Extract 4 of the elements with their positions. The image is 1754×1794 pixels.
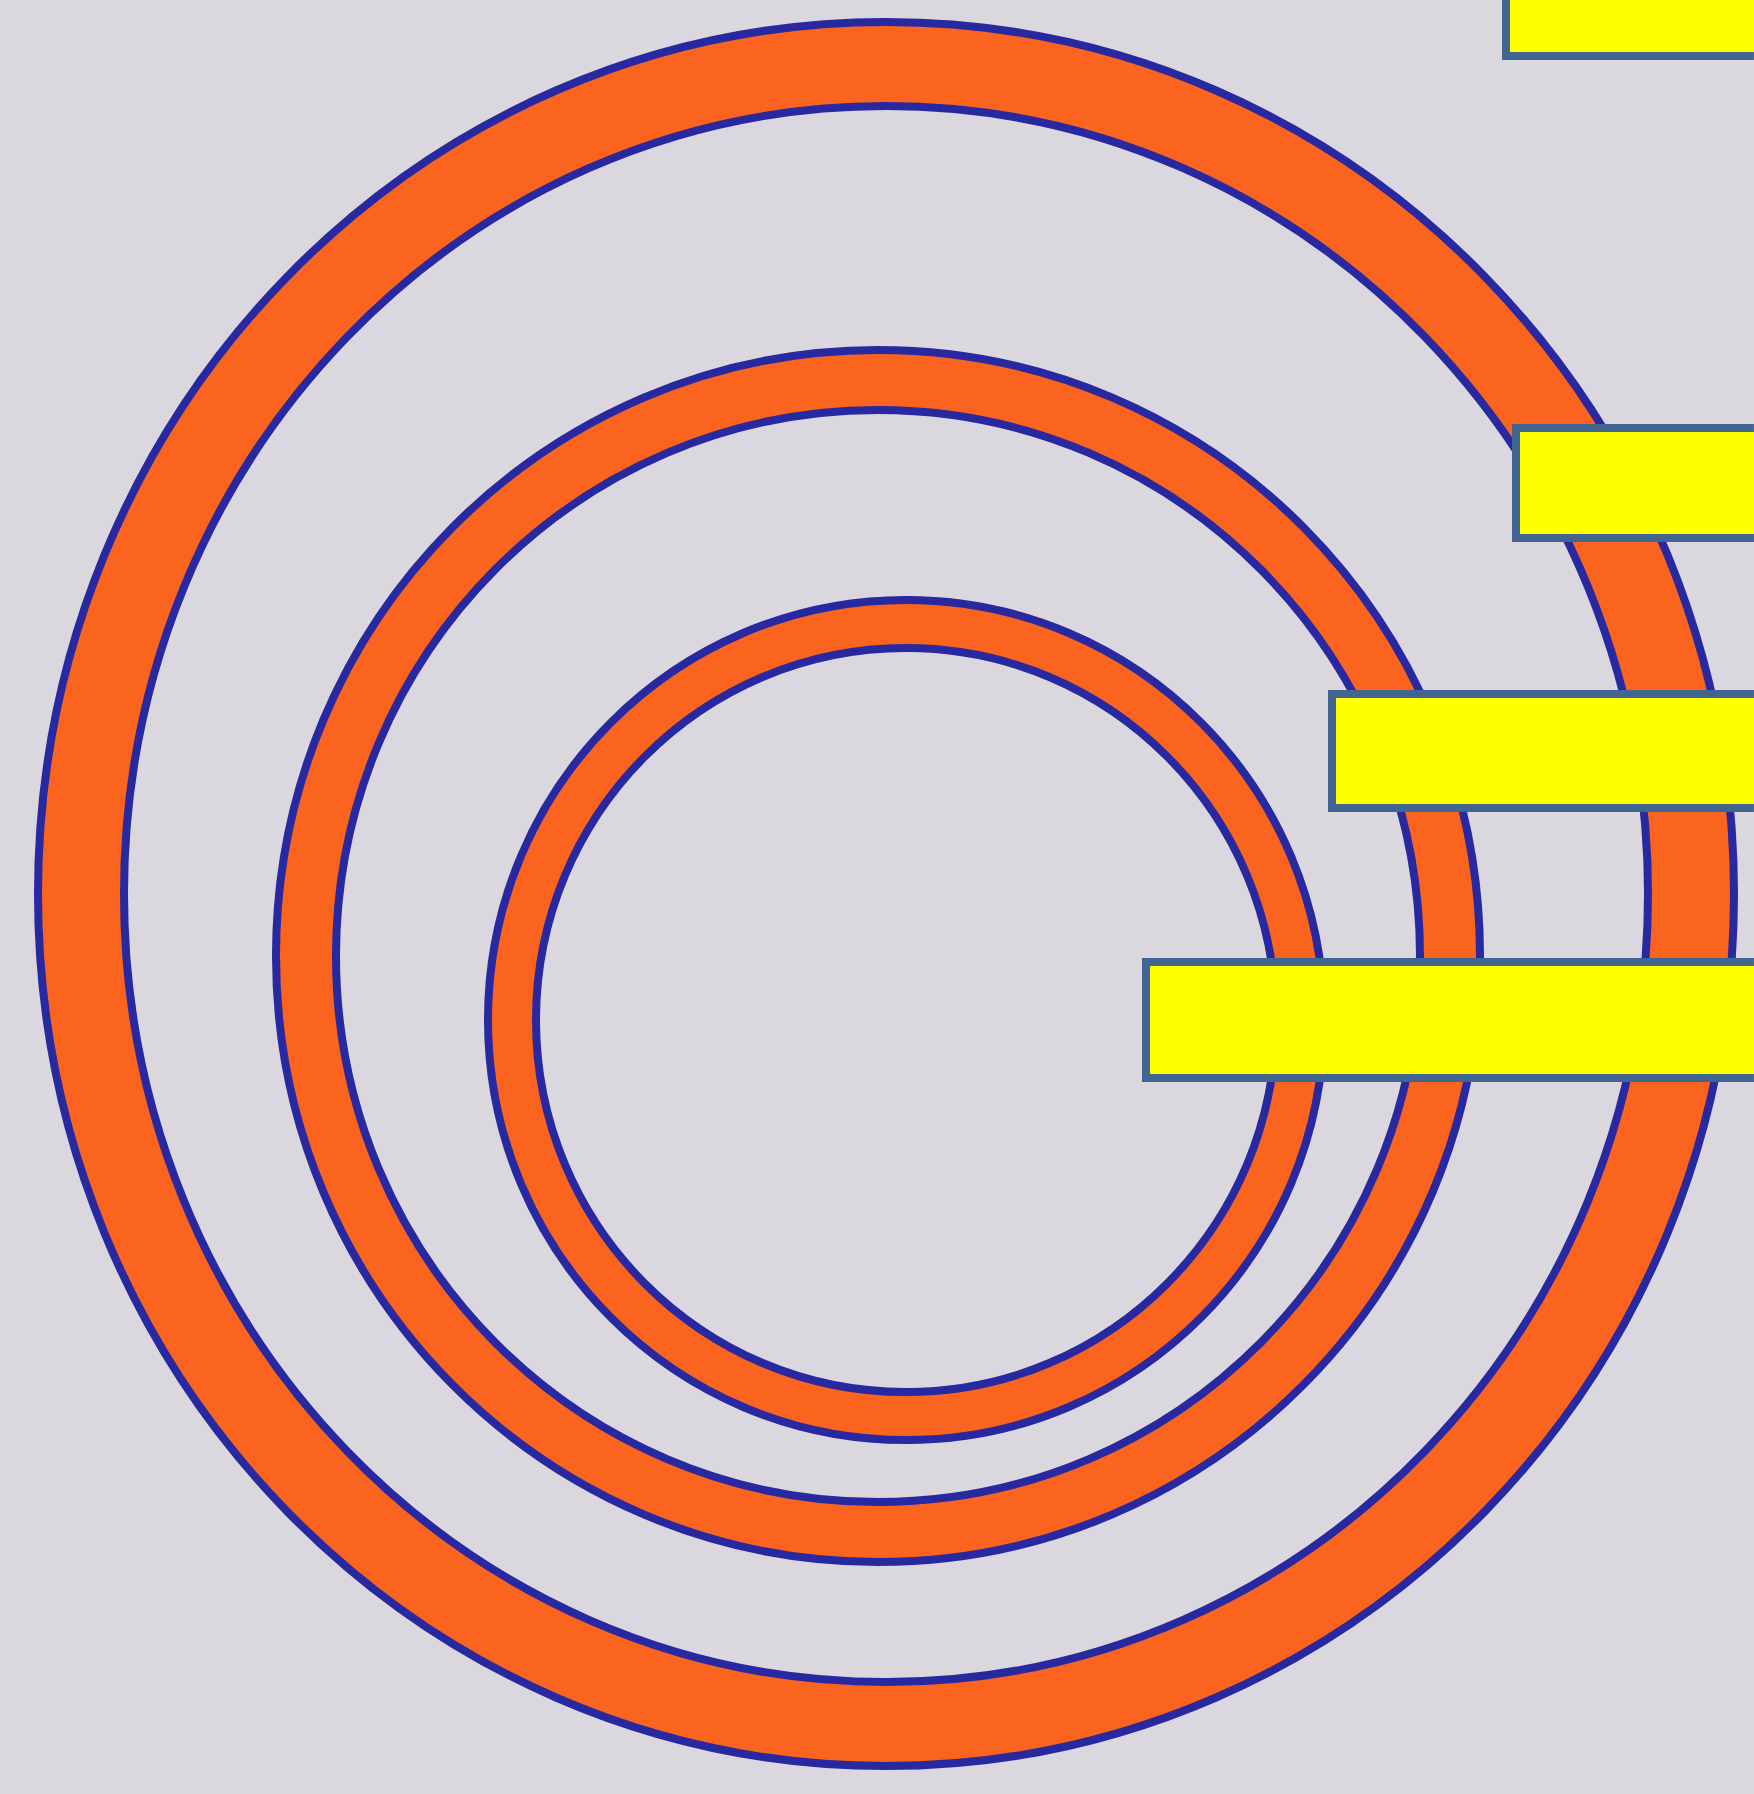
label-box	[1328, 690, 1754, 812]
label-box	[1512, 424, 1754, 542]
label-box	[1142, 958, 1754, 1082]
label-box	[1502, 0, 1754, 60]
